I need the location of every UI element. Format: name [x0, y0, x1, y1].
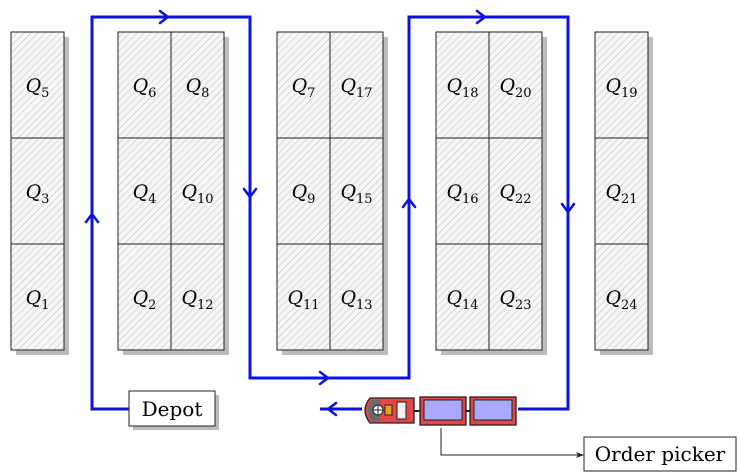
trailer-cart-icon	[419, 396, 470, 426]
order-picker-vehicle-icon	[364, 397, 420, 424]
storage-location: Q5	[10, 31, 65, 139]
storage-location: Q7	[276, 31, 331, 139]
picking-route	[84, 9, 576, 417]
storage-location: Q13	[329, 243, 384, 351]
storage-location: Q4	[117, 137, 172, 245]
route-arrow-down-icon	[242, 187, 258, 200]
order-picker-callout: Order picker	[440, 428, 737, 472]
storage-location: Q20	[488, 31, 543, 139]
trailer-cart-icon	[469, 396, 517, 426]
route-arrow-left-icon	[325, 401, 338, 417]
storage-location: Q8	[170, 31, 225, 139]
route-arrow-down-icon	[560, 202, 576, 215]
storage-location: Q17	[329, 31, 384, 139]
storage-location: Q22	[488, 137, 543, 245]
storage-location: Q11	[276, 243, 331, 351]
storage-location: Q18	[435, 31, 490, 139]
route-arrow-right-icon	[158, 9, 171, 25]
storage-location: Q10	[170, 137, 225, 245]
depot-box: Depot	[128, 390, 219, 430]
storage-location: Q2	[117, 243, 172, 351]
route-arrow-up-icon	[84, 211, 100, 224]
storage-location-label: Q22	[499, 181, 531, 207]
storage-location: Q1	[10, 243, 65, 351]
storage-location: Q23	[488, 243, 543, 351]
route-arrow-right-icon	[475, 9, 488, 25]
order-picker-label: Order picker	[595, 442, 726, 466]
storage-location: Q9	[276, 137, 331, 245]
storage-location: Q12	[170, 243, 225, 351]
storage-location: Q6	[117, 31, 172, 139]
storage-location: Q16	[435, 137, 490, 245]
storage-location: Q24	[594, 243, 649, 351]
storage-location: Q15	[329, 137, 384, 245]
storage-location: Q21	[594, 137, 649, 245]
route-arrow-up-icon	[401, 196, 417, 209]
route-arrow-right-icon	[318, 370, 331, 386]
storage-location: Q3	[10, 137, 65, 245]
storage-racks: Q5Q3Q1Q6Q4Q2Q8Q10Q12Q7Q9Q11Q17Q15Q13Q18Q…	[10, 31, 653, 355]
depot-label: Depot	[142, 397, 203, 421]
storage-location: Q19	[594, 31, 649, 139]
storage-location: Q14	[435, 243, 490, 351]
